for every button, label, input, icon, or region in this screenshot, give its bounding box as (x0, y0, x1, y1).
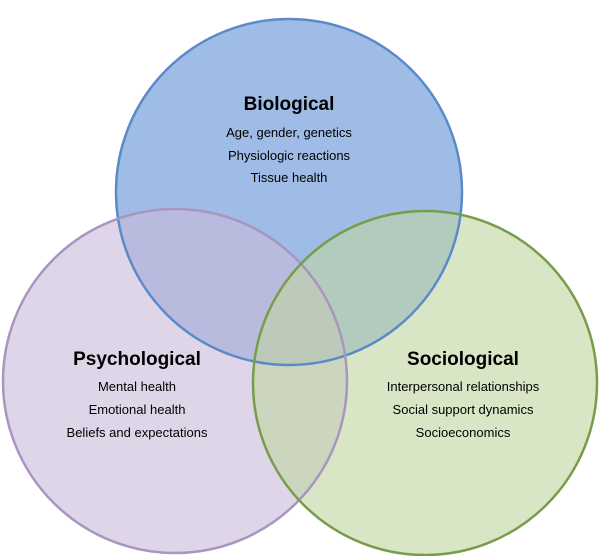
sociological-item-3: Socioeconomics (416, 425, 511, 440)
sociological-item-2: Social support dynamics (393, 402, 534, 417)
sociological-circle (253, 211, 597, 555)
psychological-outline (1, 207, 349, 555)
psychological-item-1: Mental health (98, 379, 176, 394)
biological-title: Biological (244, 94, 335, 115)
biological-outline (114, 17, 464, 367)
biological-item-2: Physiologic reactions (228, 148, 351, 163)
psychological-title: Psychological (73, 349, 201, 370)
psychological-item-2: Emotional health (89, 402, 186, 417)
psychological-circle (3, 209, 347, 553)
sociological-title: Sociological (407, 349, 519, 370)
sociological-item-1: Interpersonal relationships (387, 379, 540, 394)
biological-item-3: Tissue health (251, 170, 328, 185)
sociological-outline (251, 209, 599, 556)
psychological-item-3: Beliefs and expectations (67, 425, 208, 440)
biological-item-1: Age, gender, genetics (226, 125, 352, 140)
